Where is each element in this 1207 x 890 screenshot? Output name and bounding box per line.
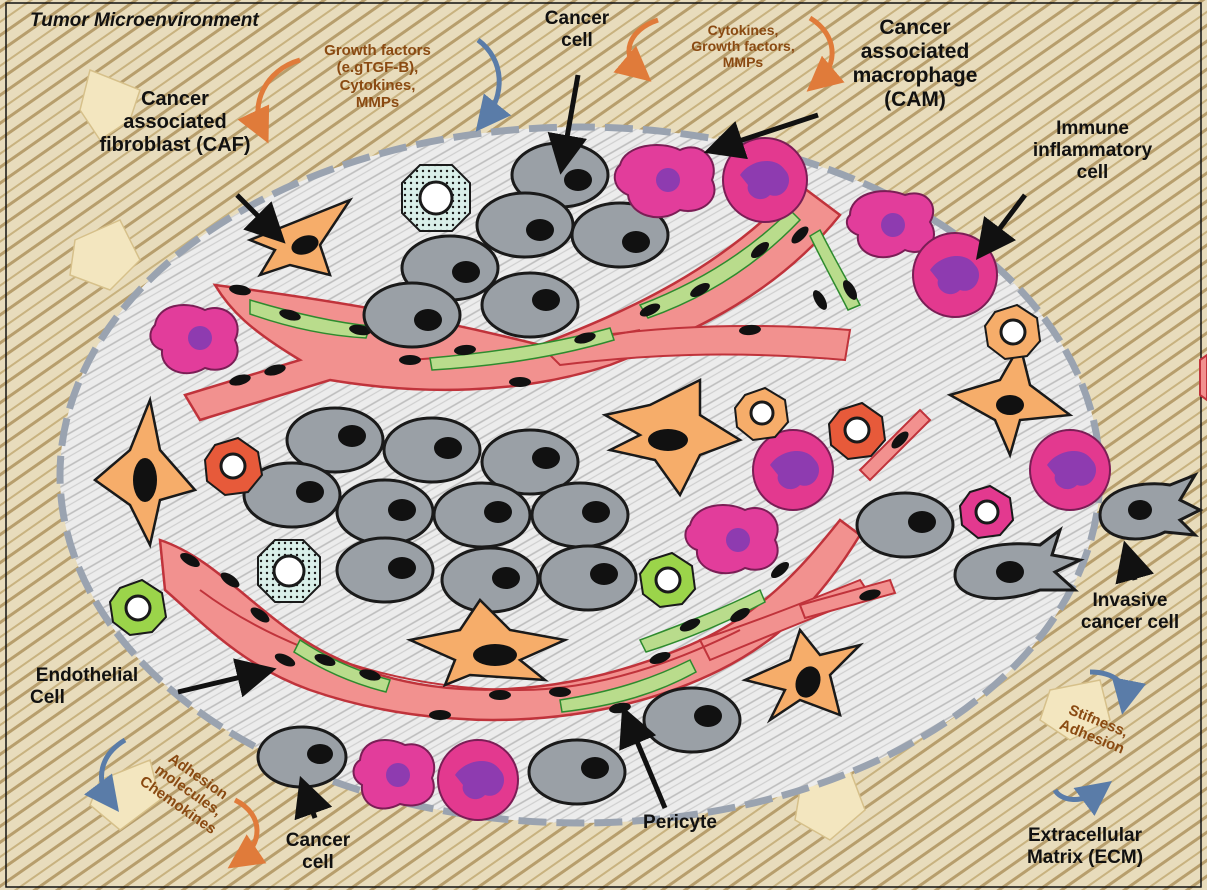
label-line: cancer cell	[1055, 612, 1205, 634]
label-line: Cancer	[60, 88, 290, 111]
label-line: Invasive	[1055, 590, 1205, 612]
signal-line: (e.gTGF-B),	[295, 59, 460, 76]
label-line: Immune	[1005, 118, 1180, 140]
label-line: Cancer	[820, 16, 1010, 40]
label-immune-cell: Immune inflammatory cell	[1005, 118, 1180, 184]
label-line: inflammatory	[1005, 140, 1180, 162]
label-cancer-cell-top: Cancer cell	[527, 8, 627, 52]
label-line: Cancer	[268, 830, 368, 852]
label-pericyte: Pericyte	[620, 812, 740, 834]
label-line: cell	[1005, 162, 1180, 184]
signal-line: Growth factors,	[668, 38, 818, 54]
label-line: cell	[268, 852, 368, 874]
signal-line: Growth factors	[295, 42, 460, 59]
edge-vessel-fragment	[1200, 355, 1207, 400]
signal-line: Cytokines,	[668, 22, 818, 38]
label-line: Cell	[12, 687, 162, 709]
label-line: associated	[820, 40, 1010, 64]
label-endothelial-cell: Endothelial Cell	[12, 665, 162, 709]
diagram-title: Tumor Microenvironment	[30, 10, 259, 32]
label-caf: Cancer associated fibroblast (CAF)	[60, 88, 290, 157]
label-line: (CAM)	[820, 88, 1010, 112]
label-line: cell	[527, 30, 627, 52]
label-line: associated	[60, 111, 290, 134]
label-cancer-cell-bottom: Cancer cell	[268, 830, 368, 874]
label-line: Endothelial	[12, 665, 162, 687]
label-line: Cancer	[527, 8, 627, 30]
label-line: fibroblast (CAF)	[60, 134, 290, 157]
label-ecm: Extracellular Matrix (ECM)	[985, 825, 1185, 869]
signal-line: MMPs	[668, 54, 818, 70]
signal-caf: Growth factors (e.gTGF-B), Cytokines, MM…	[295, 42, 460, 111]
label-invasive-cancer-cell: Invasive cancer cell	[1055, 590, 1205, 634]
label-line: macrophage	[820, 64, 1010, 88]
label-line: Extracellular	[985, 825, 1185, 847]
signal-line: MMPs	[295, 94, 460, 111]
signal-cam: Cytokines, Growth factors, MMPs	[668, 22, 818, 70]
label-line: Matrix (ECM)	[985, 847, 1185, 869]
label-cam: Cancer associated macrophage (CAM)	[820, 16, 1010, 113]
signal-line: Cytokines,	[295, 77, 460, 94]
